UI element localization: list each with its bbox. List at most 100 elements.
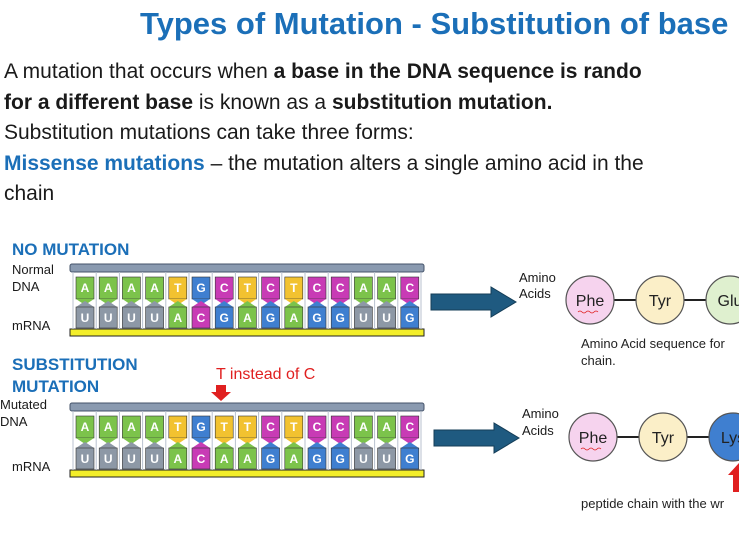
mrna-base-letter: A xyxy=(220,452,229,466)
amino-acid-label: Tyr xyxy=(649,293,672,310)
caption-normal-1: Amino Acid sequence for xyxy=(581,336,725,351)
mrna-base-tip xyxy=(192,442,210,448)
dna-base-letter: A xyxy=(104,420,113,434)
mrna-base-letter: A xyxy=(243,311,252,325)
mrna-base-tip xyxy=(215,301,234,307)
mrna-base-tip xyxy=(168,301,187,307)
mrna-base-letter: G xyxy=(312,311,321,325)
dna-base-tip xyxy=(168,438,187,444)
mrna-base-letter: U xyxy=(359,311,368,325)
dna-base-tip xyxy=(261,438,280,444)
amino-acid-glu xyxy=(705,275,739,325)
intro-line-1-a: A mutation that occurs when xyxy=(4,60,274,83)
mrna-base-letter: G xyxy=(336,452,345,466)
arrow-mutated xyxy=(433,422,520,454)
mrna-base-U xyxy=(98,447,118,470)
mrna-base-G xyxy=(400,447,420,470)
mrna-base-G xyxy=(261,447,280,470)
mrna-base-C xyxy=(191,306,211,329)
mrna-base-tip xyxy=(377,442,396,448)
mrna-base-letter: A xyxy=(243,452,252,466)
substitution-heading-2: MUTATION xyxy=(12,377,100,396)
mrna-base-U xyxy=(354,306,373,329)
mrna-base-letter: G xyxy=(405,311,414,325)
dna-base-letter: C xyxy=(266,420,275,434)
mrna-base-tip xyxy=(284,301,303,307)
intro-line-2-b: is known as a xyxy=(193,91,332,114)
dna-base-letter: A xyxy=(81,420,90,434)
dna-base-tip xyxy=(377,438,396,444)
mrna-base-tip xyxy=(308,301,326,307)
mrna-base-tip xyxy=(76,301,94,307)
mrna-base-letter: U xyxy=(104,452,113,466)
substitution-heading-1: SUBSTITUTION xyxy=(12,355,138,374)
mrna-base-letter: U xyxy=(150,452,159,466)
dna-base-letter: C xyxy=(405,281,414,295)
dna-base-letter: G xyxy=(196,420,205,434)
intro-line-4: Missense mutations – the mutation alters… xyxy=(4,152,644,176)
mrna-base-tip xyxy=(145,301,164,307)
dna-base-letter: A xyxy=(127,420,136,434)
intro-line-5: chain xyxy=(4,182,55,205)
mrna-base-A xyxy=(214,447,234,470)
intro-line-4-b: – the mutation alters a single amino aci… xyxy=(204,152,644,175)
dna-base-letter: T xyxy=(174,281,182,295)
mrna-base-U xyxy=(377,447,396,470)
intro-line-2-a: for a different base xyxy=(4,91,194,114)
mrna-base-tip xyxy=(377,301,396,307)
dna-backbone xyxy=(69,402,425,412)
mrna-base-tip xyxy=(122,442,141,448)
dna-base-letter: A xyxy=(382,420,391,434)
mrna-base-C xyxy=(191,447,211,470)
mrna-base-U xyxy=(354,447,373,470)
mrna-base-letter: G xyxy=(220,311,229,325)
mrna-base-U xyxy=(122,306,141,329)
dna-base-letter: A xyxy=(150,420,159,434)
dna-base-letter: C xyxy=(313,281,322,295)
mrna-base-tip xyxy=(238,442,257,448)
mrna-base-A xyxy=(238,306,257,329)
dna-base-letter: A xyxy=(359,281,368,295)
dna-base-letter: A xyxy=(104,281,113,295)
dna-backbone xyxy=(69,263,425,273)
dna-base-letter: A xyxy=(150,281,159,295)
mrna-base-tip xyxy=(192,301,210,307)
mrna-base-tip xyxy=(99,442,118,448)
page-title: Types of Mutation - Substitution of base xyxy=(140,6,729,41)
mrna-base-letter: C xyxy=(197,452,206,466)
no-mutation-heading: NO MUTATION xyxy=(12,240,130,259)
mrna-base-A xyxy=(284,306,304,329)
amino-acid-tyr xyxy=(638,412,688,462)
mrna-backbone xyxy=(69,469,425,478)
mrna-base-letter: G xyxy=(312,452,321,466)
mrna-base-tip xyxy=(400,442,419,448)
mrna-base-G xyxy=(330,306,350,329)
mrna-base-U xyxy=(122,447,141,470)
dna-base-letter: C xyxy=(405,420,414,434)
mrna-base-letter: U xyxy=(150,311,159,325)
dna-base-tip xyxy=(400,438,419,444)
mrna-base-U xyxy=(377,306,396,329)
mrna-base-U xyxy=(145,447,164,470)
mrna-backbone xyxy=(69,328,425,337)
mrna-base-G xyxy=(330,447,350,470)
mrna-base-letter: U xyxy=(104,311,113,325)
dna-base-letter: A xyxy=(81,281,90,295)
mrna-base-G xyxy=(307,447,327,470)
dna-base-letter: T xyxy=(221,420,229,434)
mrna-base-A xyxy=(168,306,188,329)
arrow-normal xyxy=(430,286,517,318)
amino-acid-label: Phe xyxy=(579,430,608,447)
mrna-base-tip xyxy=(168,442,187,448)
dna-base-letter: T xyxy=(244,281,252,295)
intro-line-1-b: a base in the DNA sequence is rando xyxy=(273,60,642,83)
mrna-base-tip xyxy=(400,301,419,307)
mrna-base-letter: A xyxy=(173,311,182,325)
dna-base-tip xyxy=(145,438,164,444)
dna-base-letter: C xyxy=(220,281,229,295)
mrna-base-G xyxy=(214,306,234,329)
dna-base-letter: A xyxy=(359,420,368,434)
